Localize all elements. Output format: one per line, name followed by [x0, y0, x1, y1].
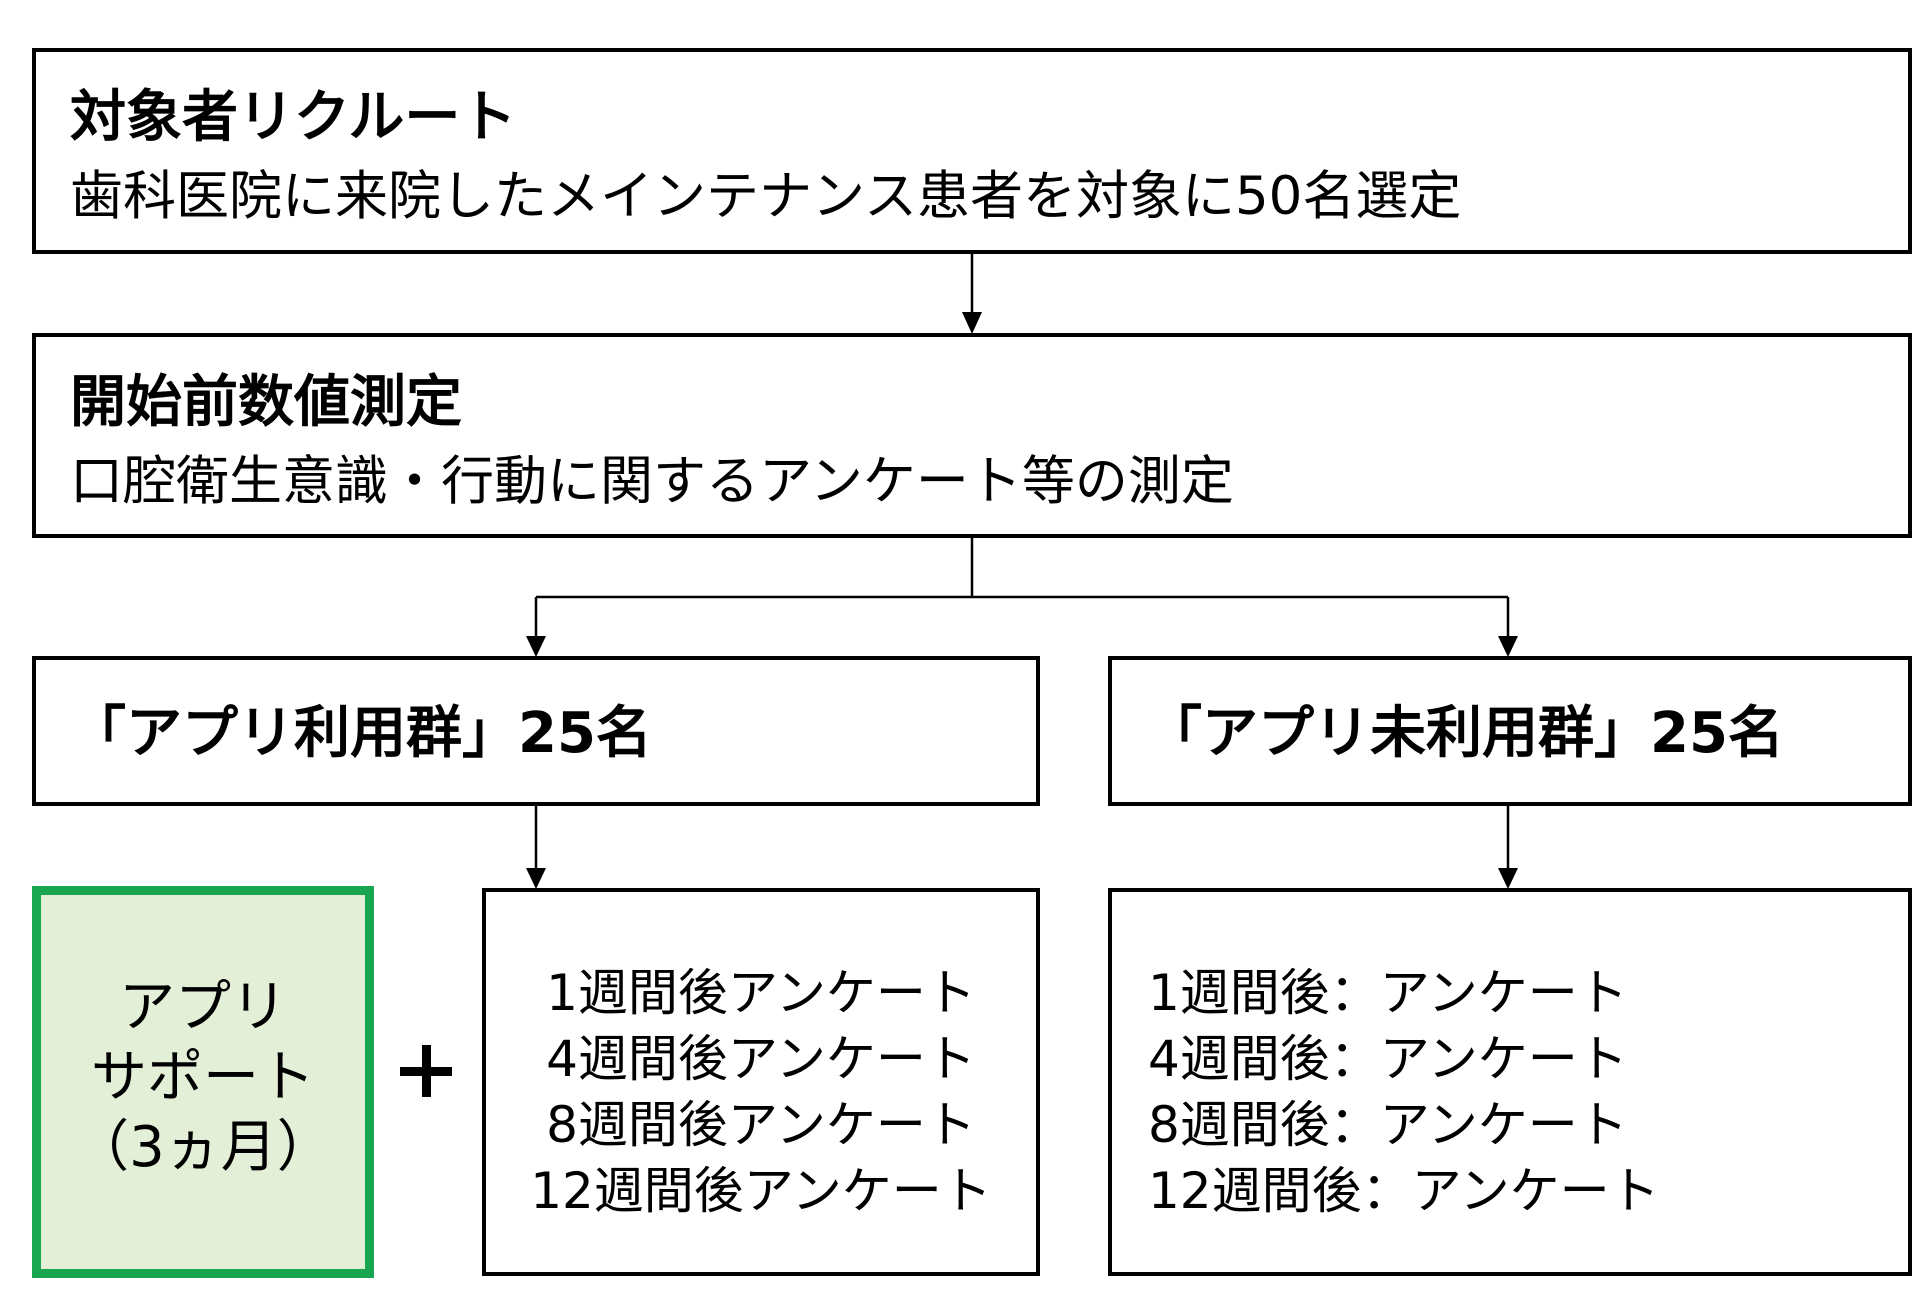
baseline-measurement-box: 開始前数値測定 口腔衛生意識・行動に関するアンケート等の測定	[32, 333, 1912, 538]
no-app-group-label: 「アプリ未利用群」25名	[1146, 701, 1784, 766]
app-support-line: サポート	[91, 1045, 315, 1110]
arrowhead-app-surveys	[526, 868, 546, 889]
no-app-group-surveys-box: 1週間後：アンケート 4週間後：アンケート 8週間後：アンケート 12週間後：ア…	[1108, 888, 1912, 1276]
survey-item: 8週間後アンケート	[546, 1096, 976, 1154]
survey-item: 1週間後：アンケート	[1148, 964, 1628, 1022]
arrowhead-noapp-surveys	[1498, 868, 1518, 889]
survey-item: 4週間後：アンケート	[1148, 1030, 1628, 1088]
survey-item: 12週間後アンケート	[530, 1162, 992, 1220]
no-app-group-survey-list: 1週間後：アンケート 4週間後：アンケート 8週間後：アンケート 12週間後：ア…	[1148, 960, 1660, 1224]
app-group-label: 「アプリ利用群」25名	[70, 701, 652, 766]
arrowhead-baseline	[962, 312, 982, 334]
app-group-survey-list: 1週間後アンケート 4週間後アンケート 8週間後アンケート 12週間後アンケート	[486, 960, 1036, 1224]
recruitment-title: 対象者リクルート	[70, 85, 517, 150]
no-app-group-box: 「アプリ未利用群」25名	[1108, 656, 1912, 806]
recruitment-description: 歯科医院に来院したメインテナンス患者を対象に50名選定	[70, 166, 1462, 227]
survey-item: 12週間後：アンケート	[1148, 1162, 1660, 1220]
app-support-line: アプリ	[119, 975, 287, 1040]
arrowhead-noapp-group	[1498, 636, 1518, 657]
recruitment-box: 対象者リクルート 歯科医院に来院したメインテナンス患者を対象に50名選定	[32, 48, 1912, 254]
survey-item: 8週間後：アンケート	[1148, 1096, 1628, 1154]
app-support-text: アプリ サポート （3ヵ月）	[41, 973, 365, 1183]
baseline-description: 口腔衛生意識・行動に関するアンケート等の測定	[70, 451, 1234, 512]
app-support-line: （3ヵ月）	[73, 1115, 333, 1180]
survey-item: 4週間後アンケート	[546, 1030, 976, 1088]
app-group-box: 「アプリ利用群」25名	[32, 656, 1040, 806]
plus-icon	[400, 1042, 460, 1102]
arrowhead-app-group	[526, 636, 546, 657]
baseline-title: 開始前数値測定	[70, 370, 462, 435]
survey-item: 1週間後アンケート	[546, 964, 976, 1022]
app-support-box: アプリ サポート （3ヵ月）	[32, 886, 374, 1278]
app-group-surveys-box: 1週間後アンケート 4週間後アンケート 8週間後アンケート 12週間後アンケート	[482, 888, 1040, 1276]
